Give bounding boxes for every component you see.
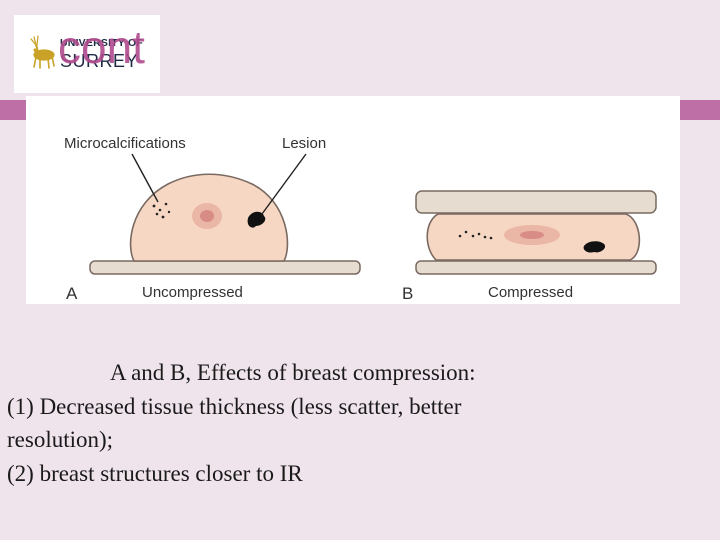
caption-line-2: (1) Decreased tissue thickness (less sca…: [7, 393, 462, 419]
panel-a-microcalcifications: [152, 202, 171, 219]
label-microcalcifications: Microcalcifications: [64, 135, 186, 152]
cont-overlay-text: cont: [58, 21, 145, 73]
compression-figure: Microcalcifications Lesion A Uncompresse…: [26, 96, 680, 304]
panel-b-letter: B: [402, 284, 413, 303]
panel-b-top-plate: [415, 190, 657, 214]
caption-line-3: resolution);: [7, 427, 114, 452]
panel-a-nipple-core: [200, 210, 214, 222]
logo-surrey-text: SURREY: [60, 51, 139, 71]
slide-accent-bar-right: [680, 100, 720, 120]
panel-b-caption: Compressed: [488, 284, 573, 301]
label-lesion: Lesion: [282, 135, 326, 152]
slide-caption: A and B, Effects of breast compression: …: [7, 356, 707, 490]
university-logo: UNIVERSITY OF SURREY: [14, 15, 160, 93]
panel-a-lesion-pointer: [261, 153, 307, 215]
caption-line-4: (2) breast structures closer to IR: [7, 460, 303, 486]
caption-line-1: A and B, Effects of breast compression:: [110, 360, 476, 385]
panel-a-letter: A: [66, 284, 78, 303]
panel-a-plate: [89, 260, 361, 275]
panel-b-bottom-plate: [415, 260, 657, 275]
logo-university-of-text: UNIVERSITY OF: [60, 37, 143, 49]
panel-b-nipple-core: [520, 231, 544, 239]
panel-b-lesion-mass: [583, 241, 606, 253]
panel-a-lesion-mass: [247, 211, 266, 228]
slide-accent-bar-left: [0, 100, 30, 120]
panel-a-caption: Uncompressed: [142, 284, 243, 301]
stag-icon: [30, 35, 55, 69]
compression-diagram: Microcalcifications Lesion A Uncompresse…: [64, 135, 657, 303]
panel-b-microcalcifications: [458, 230, 493, 240]
panel-a-microcalc-pointer: [131, 153, 159, 203]
